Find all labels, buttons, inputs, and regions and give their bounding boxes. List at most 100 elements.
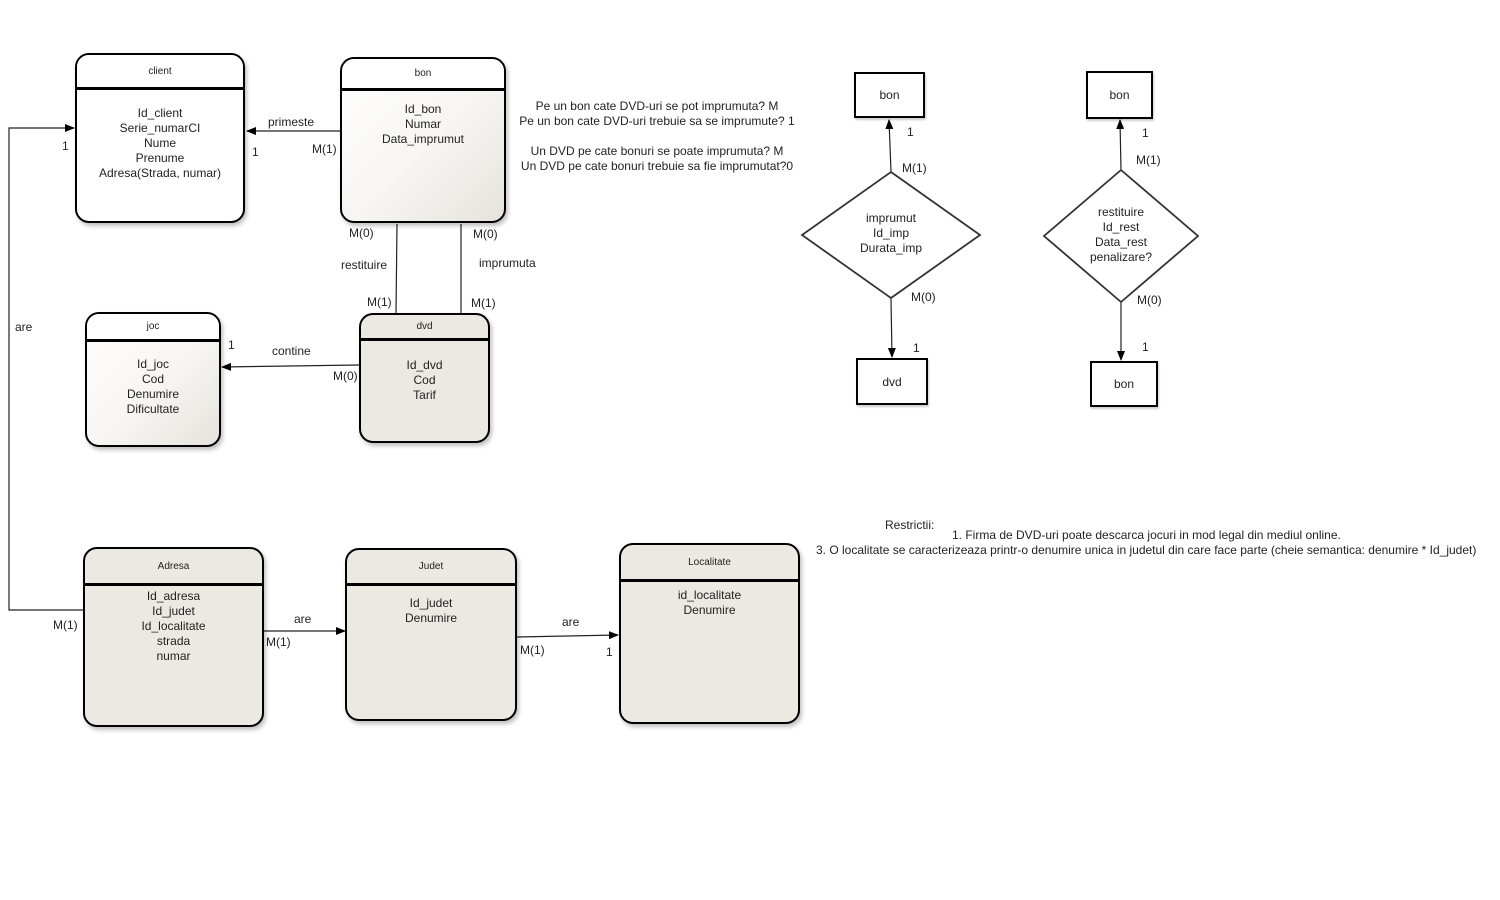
cardinality-label: M(1) bbox=[520, 643, 545, 657]
question-line bbox=[517, 129, 797, 144]
adresa-entity[interactable]: Adresa Id_adresa Id_judet Id_localitate … bbox=[83, 547, 264, 727]
relation-label-imprumuta: imprumuta bbox=[479, 256, 536, 270]
are-localitate-line bbox=[515, 631, 619, 640]
attribute: Adresa(Strada, numar) bbox=[98, 166, 222, 180]
attribute: Id_judet bbox=[409, 596, 453, 610]
questions-text: Pe un bon cate DVD-uri se pot imprumuta?… bbox=[517, 99, 797, 174]
client-attributes: Id_client Serie_numarCI Nume Prenume Adr… bbox=[77, 90, 243, 181]
cardinality-label: M(1) bbox=[471, 296, 496, 310]
imprumut-bottom-line bbox=[887, 297, 896, 358]
cardinality-label: M(1) bbox=[266, 635, 291, 649]
restituire-bottom-box[interactable]: bon bbox=[1090, 361, 1158, 407]
bon-entity[interactable]: bon Id_bon Numar Data_imprumut bbox=[340, 57, 506, 223]
cardinality-label: M(1) bbox=[1136, 153, 1161, 167]
adresa-entity-title: Adresa bbox=[85, 549, 262, 586]
joc-attributes: Id_joc Cod Denumire Dificultate bbox=[87, 342, 219, 417]
attribute: Serie_numarCI bbox=[119, 121, 201, 135]
attribute: Id_adresa bbox=[146, 589, 201, 603]
restituire-top-line bbox=[1116, 119, 1125, 171]
localitate-attributes: id_localitate Denumire bbox=[621, 582, 798, 618]
cardinality-label: 1 bbox=[1142, 340, 1149, 354]
cardinality-label: M(1) bbox=[367, 295, 392, 309]
cardinality-label: 1 bbox=[913, 341, 920, 355]
cardinality-label: 1 bbox=[1142, 126, 1149, 140]
relation-attribute: Durata_imp bbox=[859, 241, 923, 255]
attribute: Data_imprumut bbox=[381, 132, 465, 146]
restituire-top-box[interactable]: bon bbox=[1086, 71, 1153, 119]
relation-label-are: are bbox=[294, 612, 312, 626]
imprumut-relation-text: imprumut Id_imp Durata_imp bbox=[841, 211, 941, 256]
localitate-entity[interactable]: Localitate id_localitate Denumire bbox=[619, 543, 800, 724]
attribute: Denumire bbox=[126, 387, 180, 401]
dvd-entity[interactable]: dvd Id_dvd Cod Tarif bbox=[359, 313, 490, 443]
attribute: Denumire bbox=[404, 611, 458, 625]
attribute: Nume bbox=[143, 136, 176, 150]
cardinality-label: M(0) bbox=[473, 227, 498, 241]
attribute: Dificultate bbox=[126, 402, 180, 416]
attribute: Id_client bbox=[137, 106, 183, 120]
cardinality-label: 1 bbox=[228, 338, 235, 352]
relation-attribute: Id_imp bbox=[872, 226, 910, 240]
relation-label-are: are bbox=[562, 615, 580, 629]
question-line: Pe un bon cate DVD-uri trebuie sa se imp… bbox=[519, 114, 795, 128]
are-client-line bbox=[8, 124, 84, 611]
relation-attribute: imprumut bbox=[865, 211, 916, 225]
restriction-item: 1. Firma de DVD-uri poate descarca jocur… bbox=[952, 528, 1341, 542]
attribute: Id_judet bbox=[152, 604, 195, 618]
client-entity-title: client bbox=[77, 55, 243, 90]
joc-entity-title: joc bbox=[87, 314, 219, 342]
restrictions-heading: Restrictii: bbox=[885, 518, 935, 532]
attribute: strada bbox=[156, 634, 191, 648]
attribute: Cod bbox=[141, 372, 164, 386]
cardinality-label: M(1) bbox=[53, 618, 78, 632]
imprumut-top-line bbox=[885, 119, 894, 173]
relation-attribute: penalizare? bbox=[1089, 250, 1153, 264]
attribute: Id_bon bbox=[404, 102, 442, 116]
question-line: Un DVD pe cate bonuri trebuie sa fie imp… bbox=[520, 159, 794, 173]
judet-entity[interactable]: Judet Id_judet Denumire bbox=[345, 548, 517, 721]
question-line: Pe un bon cate DVD-uri se pot imprumuta?… bbox=[535, 99, 779, 113]
relation-attribute: Id_rest bbox=[1102, 220, 1140, 234]
cardinality-label: M(0) bbox=[1137, 293, 1162, 307]
imprumut-bottom-box[interactable]: dvd bbox=[856, 358, 928, 405]
attribute: Tarif bbox=[413, 388, 436, 402]
relation-attribute: restituire bbox=[1097, 205, 1144, 219]
relation-attribute: Data_rest bbox=[1094, 235, 1148, 249]
dvd-attributes: Id_dvd Cod Tarif bbox=[361, 341, 488, 403]
cardinality-label: 1 bbox=[606, 645, 613, 659]
attribute: id_localitate bbox=[677, 588, 742, 602]
cardinality-label: 1 bbox=[62, 139, 69, 153]
restituire-diamond bbox=[1042, 168, 1200, 304]
cardinality-label: M(0) bbox=[911, 290, 936, 304]
imprumut-diamond bbox=[800, 170, 982, 300]
adresa-attributes: Id_adresa Id_judet Id_localitate strada … bbox=[85, 586, 262, 664]
joc-entity[interactable]: joc Id_joc Cod Denumire Dificultate bbox=[85, 312, 221, 447]
localitate-entity-title: Localitate bbox=[621, 545, 798, 582]
attribute: Cod bbox=[413, 373, 436, 387]
imprumut-top-box[interactable]: bon bbox=[854, 72, 925, 118]
attribute: Prenume bbox=[135, 151, 185, 165]
attribute: numar bbox=[156, 649, 191, 663]
client-entity[interactable]: client Id_client Serie_numarCI Nume Pren… bbox=[75, 53, 245, 223]
restituire-line bbox=[395, 223, 398, 314]
bon-attributes: Id_bon Numar Data_imprumut bbox=[342, 91, 504, 147]
judet-entity-title: Judet bbox=[347, 550, 515, 586]
cardinality-label: 1 bbox=[252, 145, 259, 159]
question-line: Un DVD pe cate bonuri se poate imprumuta… bbox=[530, 144, 784, 158]
relation-label-contine: contine bbox=[272, 344, 311, 358]
dvd-entity-title: dvd bbox=[361, 315, 488, 341]
restriction-item: 3. O localitate se caracterizeaza printr… bbox=[816, 543, 1477, 557]
bon-entity-title: bon bbox=[342, 59, 504, 91]
attribute: Denumire bbox=[683, 603, 736, 617]
restituire-relation-text: restituire Id_rest Data_rest penalizare? bbox=[1071, 205, 1171, 265]
relation-label-primeste: primeste bbox=[268, 115, 315, 129]
attribute: Id_joc bbox=[136, 357, 170, 371]
cardinality-label: M(0) bbox=[349, 226, 374, 240]
contine-line bbox=[221, 362, 360, 371]
attribute: Numar bbox=[404, 117, 441, 131]
cardinality-label: M(0) bbox=[333, 369, 358, 383]
cardinality-label: 1 bbox=[907, 125, 914, 139]
attribute: Id_localitate bbox=[141, 619, 206, 633]
relation-label-are: are bbox=[15, 320, 33, 334]
